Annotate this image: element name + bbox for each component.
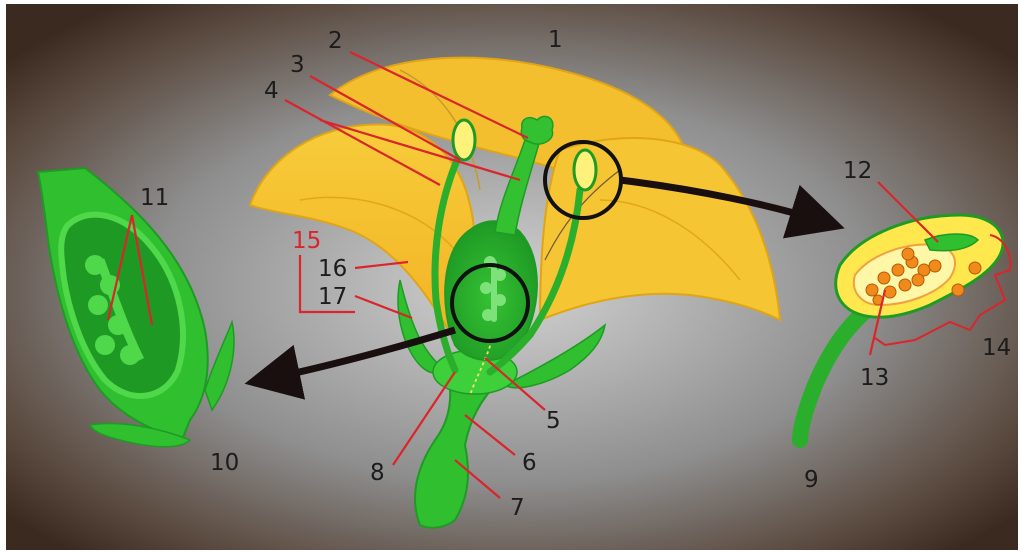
label-17: 17	[318, 284, 347, 310]
label-10: 10	[210, 450, 239, 476]
label-7: 7	[510, 495, 525, 521]
label-6: 6	[522, 450, 537, 476]
label-5: 5	[546, 408, 561, 434]
anther-left	[453, 120, 475, 160]
label-11: 11	[140, 185, 169, 211]
label-8: 8	[370, 460, 385, 486]
label-16: 16	[318, 256, 347, 282]
label-4: 4	[264, 78, 279, 104]
label-15: 15	[292, 228, 321, 254]
label-12: 12	[843, 158, 872, 184]
anther-right	[574, 150, 596, 190]
stigma	[521, 116, 553, 144]
label-3: 3	[290, 52, 305, 78]
label-2: 2	[328, 28, 343, 54]
label-14: 14	[982, 335, 1011, 361]
label-9: 9	[804, 467, 819, 493]
label-13: 13	[860, 365, 889, 391]
label-1: 1	[548, 27, 563, 53]
